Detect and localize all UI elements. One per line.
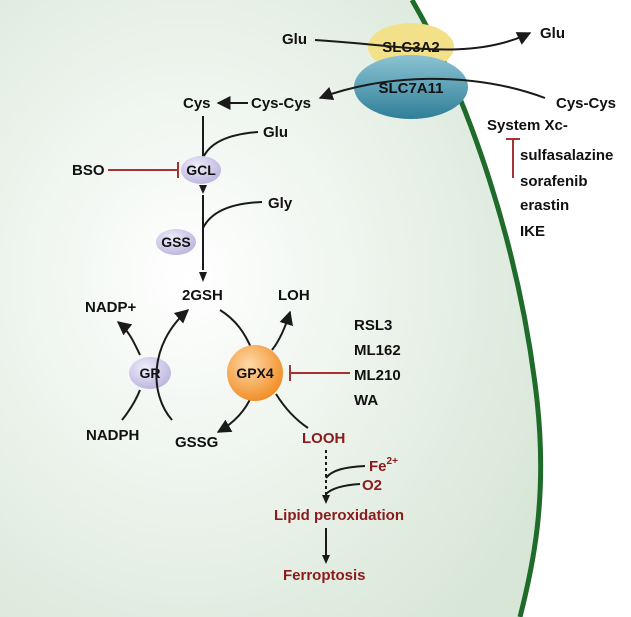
arrowhead-lipid — [322, 495, 330, 504]
gcl-enzyme — [181, 156, 221, 184]
wa-label: WA — [354, 392, 378, 409]
o2-label: O2 — [362, 477, 382, 494]
glu-substrate: Glu — [263, 124, 288, 141]
gly-substrate: Gly — [268, 195, 293, 212]
gssg-label: GSSG — [175, 434, 218, 451]
glu-export-arrow — [314, 32, 532, 51]
gss-enzyme — [156, 229, 196, 255]
gpx4-enzyme — [227, 345, 283, 401]
rsl3-label: RSL3 — [354, 317, 392, 334]
gpx4-label: GPX4 — [236, 365, 274, 381]
ferroptosis-label: Ferroptosis — [283, 567, 366, 584]
cys-cys-intracellular: Cys-Cys — [251, 95, 311, 112]
fe-input-curve — [325, 465, 366, 479]
cystine-import-arrow — [318, 77, 546, 101]
gpx4-to-loh-arrow — [271, 310, 293, 351]
ike: IKE — [520, 223, 545, 240]
slc7a11-protein — [354, 55, 468, 119]
cys-cys-extracellular: Cys-Cys — [556, 95, 616, 112]
erastin: erastin — [520, 197, 569, 214]
sulfasalazine: sulfasalazine — [520, 147, 613, 164]
gr-label: GR — [140, 365, 161, 381]
arrowhead-ferroptosis — [322, 555, 330, 564]
gcl-label: GCL — [186, 162, 216, 178]
gssg-to-gsh-arrow — [155, 309, 190, 421]
nadp-to-gr-arrow — [116, 321, 141, 356]
nadph-to-gr-curve — [121, 389, 141, 421]
cys-label: Cys — [183, 95, 211, 112]
loh-label: LOH — [278, 287, 310, 304]
gr-enzyme — [129, 357, 171, 389]
ml210-label: ML210 — [354, 367, 401, 384]
lipid-peroxidation-label: Lipid peroxidation — [274, 507, 404, 524]
bso-label: BSO — [72, 162, 105, 179]
ml162-label: ML162 — [354, 342, 401, 359]
looh-to-gpx4-curve — [275, 393, 309, 429]
gsh-label: 2GSH — [182, 287, 223, 304]
gss-label: GSS — [161, 234, 191, 250]
glu-input-curve — [202, 131, 259, 159]
system-xc-label: System Xc- — [487, 117, 568, 134]
sorafenib: sorafenib — [520, 173, 588, 190]
looh-label: LOOH — [302, 430, 345, 447]
gly-input-curve — [202, 201, 263, 229]
o2-input-curve — [325, 483, 361, 495]
nadp-label: NADP+ — [85, 299, 137, 316]
nadph-label: NADPH — [86, 427, 139, 444]
arrowhead-gsh — [199, 272, 207, 282]
glu-intracellular: Glu — [282, 31, 307, 48]
glu-extracellular: Glu — [540, 25, 565, 42]
slc7a11-label: SLC7A11 — [378, 80, 443, 97]
cytoplasm — [0, 0, 541, 617]
fe-label: Fe2+ — [369, 456, 398, 475]
arrowhead-gcl — [199, 185, 207, 194]
